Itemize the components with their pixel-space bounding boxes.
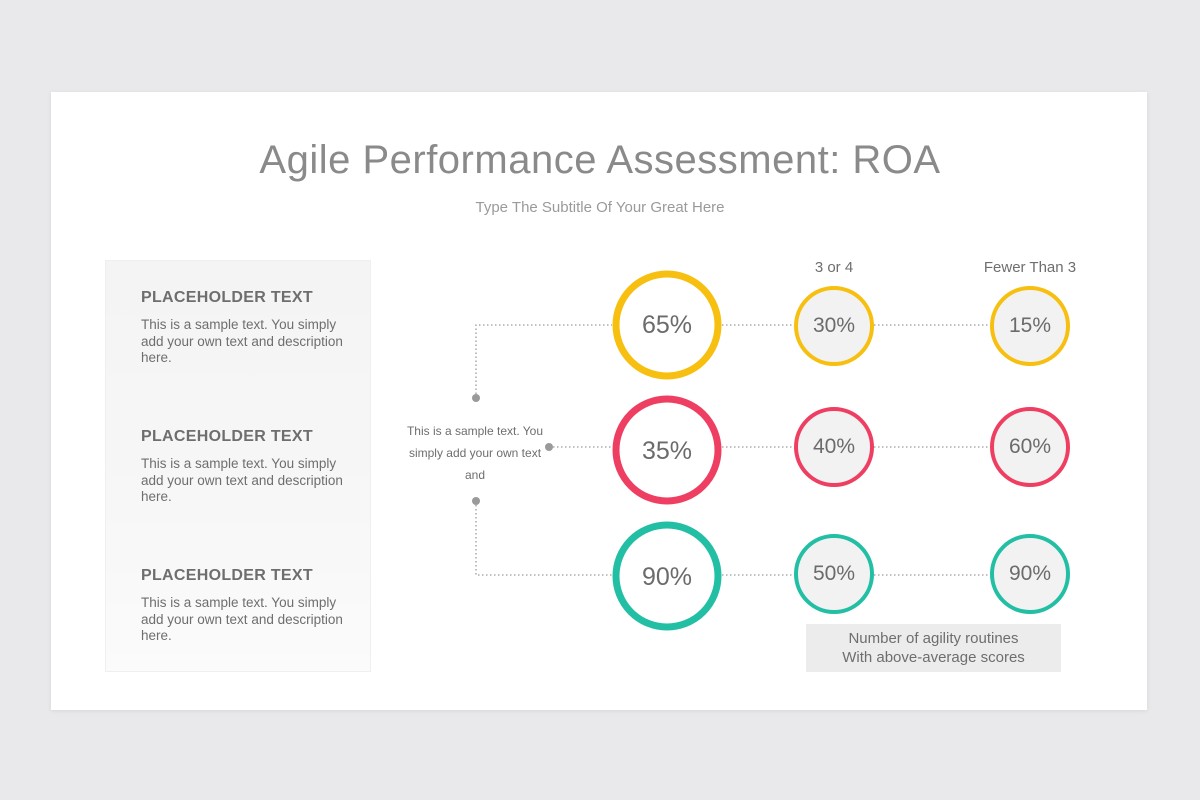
block-text: This is a sample text. You simply add yo… — [141, 317, 343, 365]
value-label: 90% — [1008, 562, 1052, 585]
text-block-2: PLACEHOLDER TEXT This is a sample text. … — [141, 428, 356, 506]
block-title: PLACEHOLDER TEXT — [141, 428, 313, 445]
column-header-1: 3 or 4 — [814, 259, 854, 276]
value-circles — [612, 270, 1070, 631]
connector-dot-middle — [545, 443, 553, 451]
connector-dot-bottom — [472, 497, 480, 505]
connector-top — [475, 324, 612, 398]
text-block-3: PLACEHOLDER TEXT This is a sample text. … — [141, 567, 356, 645]
value-label: 30% — [812, 314, 856, 337]
left-panel — [105, 260, 371, 672]
value-ring-r2-c1 — [612, 395, 722, 505]
value-ring-r3-c2 — [794, 534, 874, 614]
block-text: This is a sample text. You simply add yo… — [141, 595, 343, 643]
value-label: 65% — [641, 311, 693, 339]
value-label: 40% — [812, 435, 856, 458]
connector-dots — [472, 394, 553, 505]
connector-dot-top — [472, 394, 480, 402]
note-line-1: Number of agility routines — [848, 630, 1019, 647]
page-title: Agile Performance Assessment: ROA — [259, 138, 941, 182]
value-ring-r3-c1 — [612, 521, 722, 631]
page-subtitle: Type The Subtitle Of Your Great Here — [475, 199, 725, 216]
block-text: This is a sample text. You simply add yo… — [141, 456, 343, 504]
value-label: 15% — [1008, 314, 1052, 337]
block-title: PLACEHOLDER TEXT — [141, 289, 313, 306]
connector-bottom — [475, 501, 612, 576]
text-block-1: PLACEHOLDER TEXT This is a sample text. … — [141, 289, 356, 367]
value-label: 90% — [641, 563, 693, 591]
value-label: 60% — [1008, 435, 1052, 458]
block-title: PLACEHOLDER TEXT — [141, 567, 313, 584]
note-line-2: With above-average scores — [842, 649, 1025, 666]
value-label: 35% — [641, 437, 693, 465]
value-ring-r1-c3 — [990, 286, 1070, 366]
value-ring-r1-c2 — [794, 286, 874, 366]
value-label: 50% — [812, 562, 856, 585]
center-description: This is a sample text. You simply add yo… — [406, 424, 544, 482]
connector-lines — [475, 324, 990, 576]
value-ring-r2-c2 — [794, 407, 874, 487]
column-header-2: Fewer Than 3 — [983, 259, 1077, 276]
note-box: Number of agility routines With above-av… — [806, 624, 1061, 672]
value-ring-r2-c3 — [990, 407, 1070, 487]
value-ring-r1-c1 — [612, 270, 722, 380]
value-ring-r3-c3 — [990, 534, 1070, 614]
